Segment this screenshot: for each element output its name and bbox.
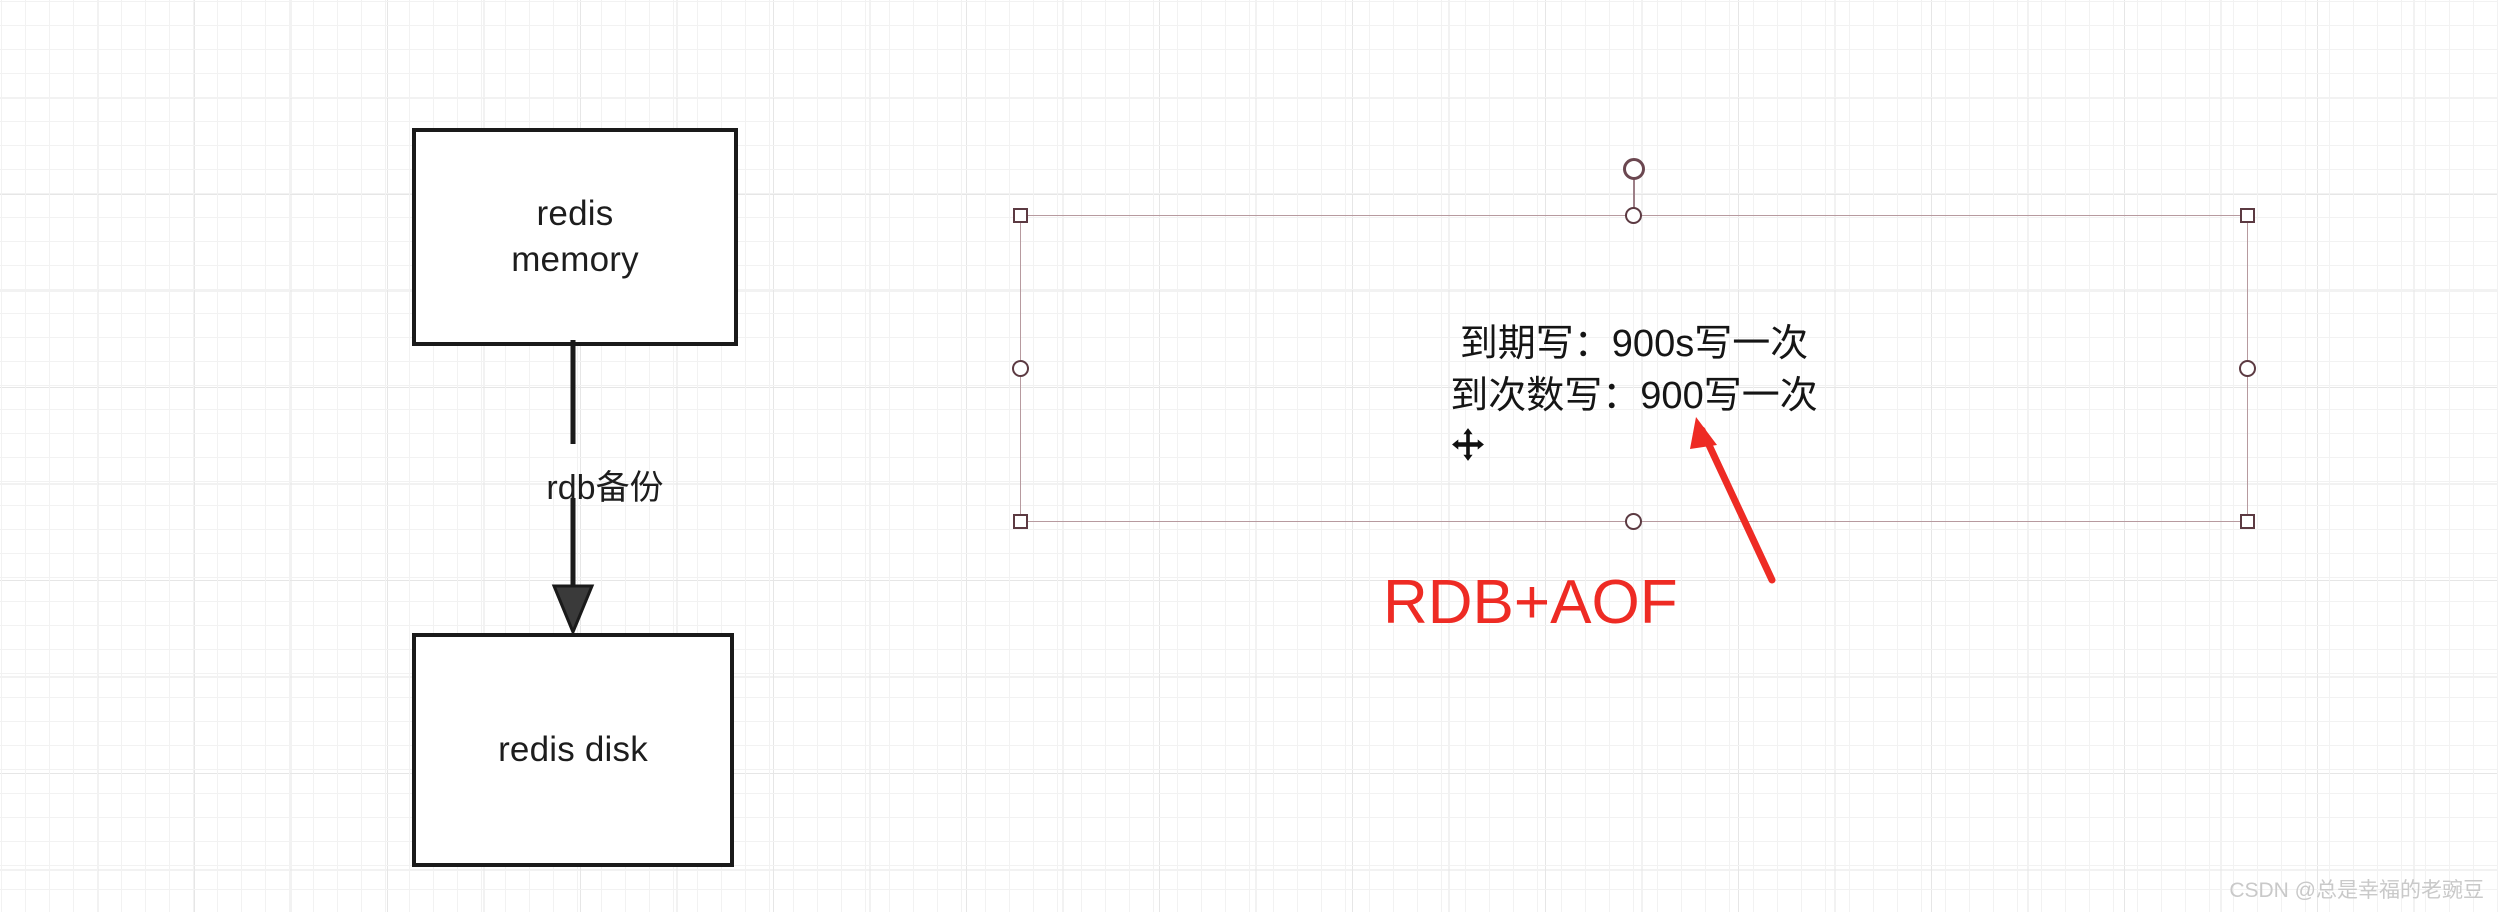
resize-handle-middle-right[interactable] [2239,359,2256,377]
annotation-arrow-icon [1690,417,1776,584]
node-redis-disk[interactable]: redis disk [412,633,734,867]
resize-handle-bottom-left[interactable] [1013,514,1028,529]
resize-handle-bottom-center[interactable] [1625,513,1642,530]
resize-handle-top-left[interactable] [1013,208,1028,223]
node-label-line1: redis [536,193,614,233]
node-redis-disk-label: redis disk [498,729,648,769]
move-cursor-icon [1449,425,1487,464]
node-label-line2: memory [511,240,639,279]
annotation-label-rdb-aof: RDB+AOF [1383,568,1678,637]
csdn-watermark: CSDN @总是幸福的老豌豆 [2229,879,2484,902]
node-redis-memory-label: redis memory [511,191,639,283]
note-text-line2: 到次数写：900写一次 [1450,375,1818,418]
edge-label-rdb-backup: rdb备份 [546,469,664,507]
rotation-stem [1633,178,1635,216]
text-selection-frame[interactable] [1012,158,2256,530]
node-redis-memory[interactable]: redis memory [412,128,738,346]
resize-handle-bottom-right[interactable] [2240,514,2255,529]
note-text-line1: 到期写：900s写一次 [1459,323,1809,365]
resize-handle-top-right[interactable] [2240,208,2255,223]
rotate-handle[interactable] [1623,158,1645,180]
edge-memory-to-disk[interactable] [500,340,670,640]
resize-handle-middle-left[interactable] [1012,359,1029,377]
selected-text-block[interactable]: 到期写：900s写一次 到次数写：900写一次 [1020,318,2248,422]
resize-handle-top-center[interactable] [1625,207,1642,224]
